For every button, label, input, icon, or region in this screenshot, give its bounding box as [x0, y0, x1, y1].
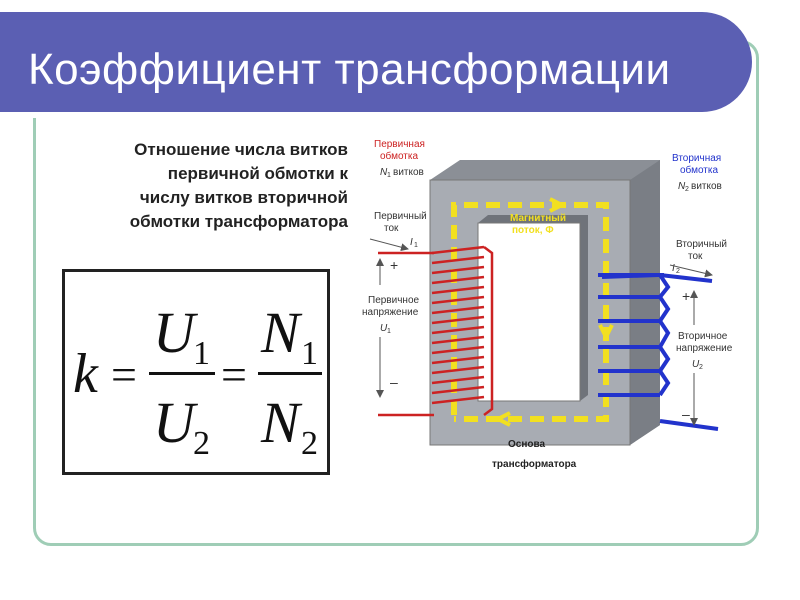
secondary-current-label: Вторичный — [676, 239, 727, 250]
formula-u2: U — [153, 390, 199, 455]
primary-current-label: Первичный — [374, 211, 427, 222]
primary-voltage-label: напряжение — [362, 307, 419, 318]
primary-voltage-symbol: U — [380, 323, 388, 334]
secondary-turns-text: витков — [691, 181, 722, 192]
primary-turns-sub: 1 — [387, 172, 391, 179]
arrows — [369, 238, 713, 426]
description-line: Отношение числа витков — [134, 140, 348, 159]
flux-label: поток, Φ — [512, 225, 554, 236]
core-label: трансформатора — [492, 458, 577, 470]
primary-winding — [378, 245, 494, 417]
secondary-winding-label: Вторичная — [672, 153, 721, 164]
secondary-current-arrow-icon — [669, 264, 713, 278]
title-underline — [0, 112, 713, 118]
formula-u1: U — [153, 300, 199, 365]
secondary-minus: – — [682, 406, 690, 422]
secondary-voltage-sub: 2 — [699, 364, 703, 371]
secondary-turns-sub: 2 — [685, 186, 689, 193]
formula-equals: = — [221, 349, 247, 400]
secondary-winding — [598, 273, 719, 431]
core-label: Основа — [508, 439, 546, 450]
flux-arrow-icon — [598, 324, 614, 342]
primary-current-label: ток — [384, 223, 399, 234]
secondary-turns-symbol: N — [678, 181, 686, 192]
flux-arrow-icon — [493, 411, 511, 427]
title-bar: Коэффициент трансформации — [0, 12, 752, 112]
primary-turns-symbol: N — [380, 167, 388, 178]
description-line: первичной обмотки к — [167, 164, 348, 183]
transformer-diagram: Первичная обмотка N 1 витков Вторичная о… — [360, 125, 740, 485]
formula-u2-sub: 2 — [193, 425, 210, 462]
secondary-winding-label: обмотка — [680, 164, 718, 176]
formula-box: k = U 1 U 2 = N 1 N 2 — [62, 269, 330, 475]
secondary-current-sub: 2 — [676, 268, 680, 275]
fraction-bar — [149, 372, 215, 375]
secondary-voltage-symbol: U — [692, 359, 700, 370]
primary-plus: + — [390, 257, 398, 273]
primary-voltage-label: Первичное — [368, 295, 420, 306]
page-title: Коэффициент трансформации — [28, 45, 671, 94]
formula-n1-sub: 1 — [301, 335, 318, 372]
primary-turns-text: витков — [393, 167, 424, 178]
description-line: обмотки трансформатора — [129, 212, 348, 231]
formula-k: k — [73, 343, 99, 405]
transformer-illustration: Первичная обмотка N 1 витков Вторичная о… — [362, 139, 733, 470]
fraction-bar — [258, 372, 322, 375]
formula-n2-sub: 2 — [301, 425, 318, 462]
flux-label: Магнитный — [510, 213, 566, 224]
formula-n2: N — [260, 390, 303, 455]
primary-winding-label: Первичная — [374, 139, 425, 150]
primary-winding-label: обмотка — [380, 150, 418, 162]
description-line: числу витков вторичной — [139, 188, 348, 207]
secondary-voltage-label: напряжение — [676, 343, 733, 354]
secondary-current-label: ток — [688, 251, 703, 262]
primary-current-sub: 1 — [414, 242, 418, 249]
formula-equals: = — [111, 349, 137, 400]
primary-voltage-sub: 1 — [387, 328, 391, 335]
transformer-core — [429, 160, 660, 446]
formula-u1-sub: 1 — [193, 335, 210, 372]
primary-minus: – — [390, 374, 398, 390]
primary-current-symbol: I — [410, 237, 413, 248]
secondary-current-symbol: I — [672, 263, 675, 274]
primary-current-arrow-icon — [369, 238, 409, 252]
secondary-voltage-label: Вторичное — [678, 331, 728, 342]
flux-path — [451, 202, 609, 422]
formula-n1: N — [260, 300, 303, 365]
formula: k = U 1 U 2 = N 1 N 2 — [73, 300, 322, 462]
diagram-labels: Первичная обмотка N 1 витков Вторичная о… — [362, 139, 733, 470]
secondary-plus: + — [682, 288, 690, 304]
description: Отношение числа витков первичной обмотки… — [48, 138, 348, 234]
flux-arrow-icon — [549, 197, 567, 213]
